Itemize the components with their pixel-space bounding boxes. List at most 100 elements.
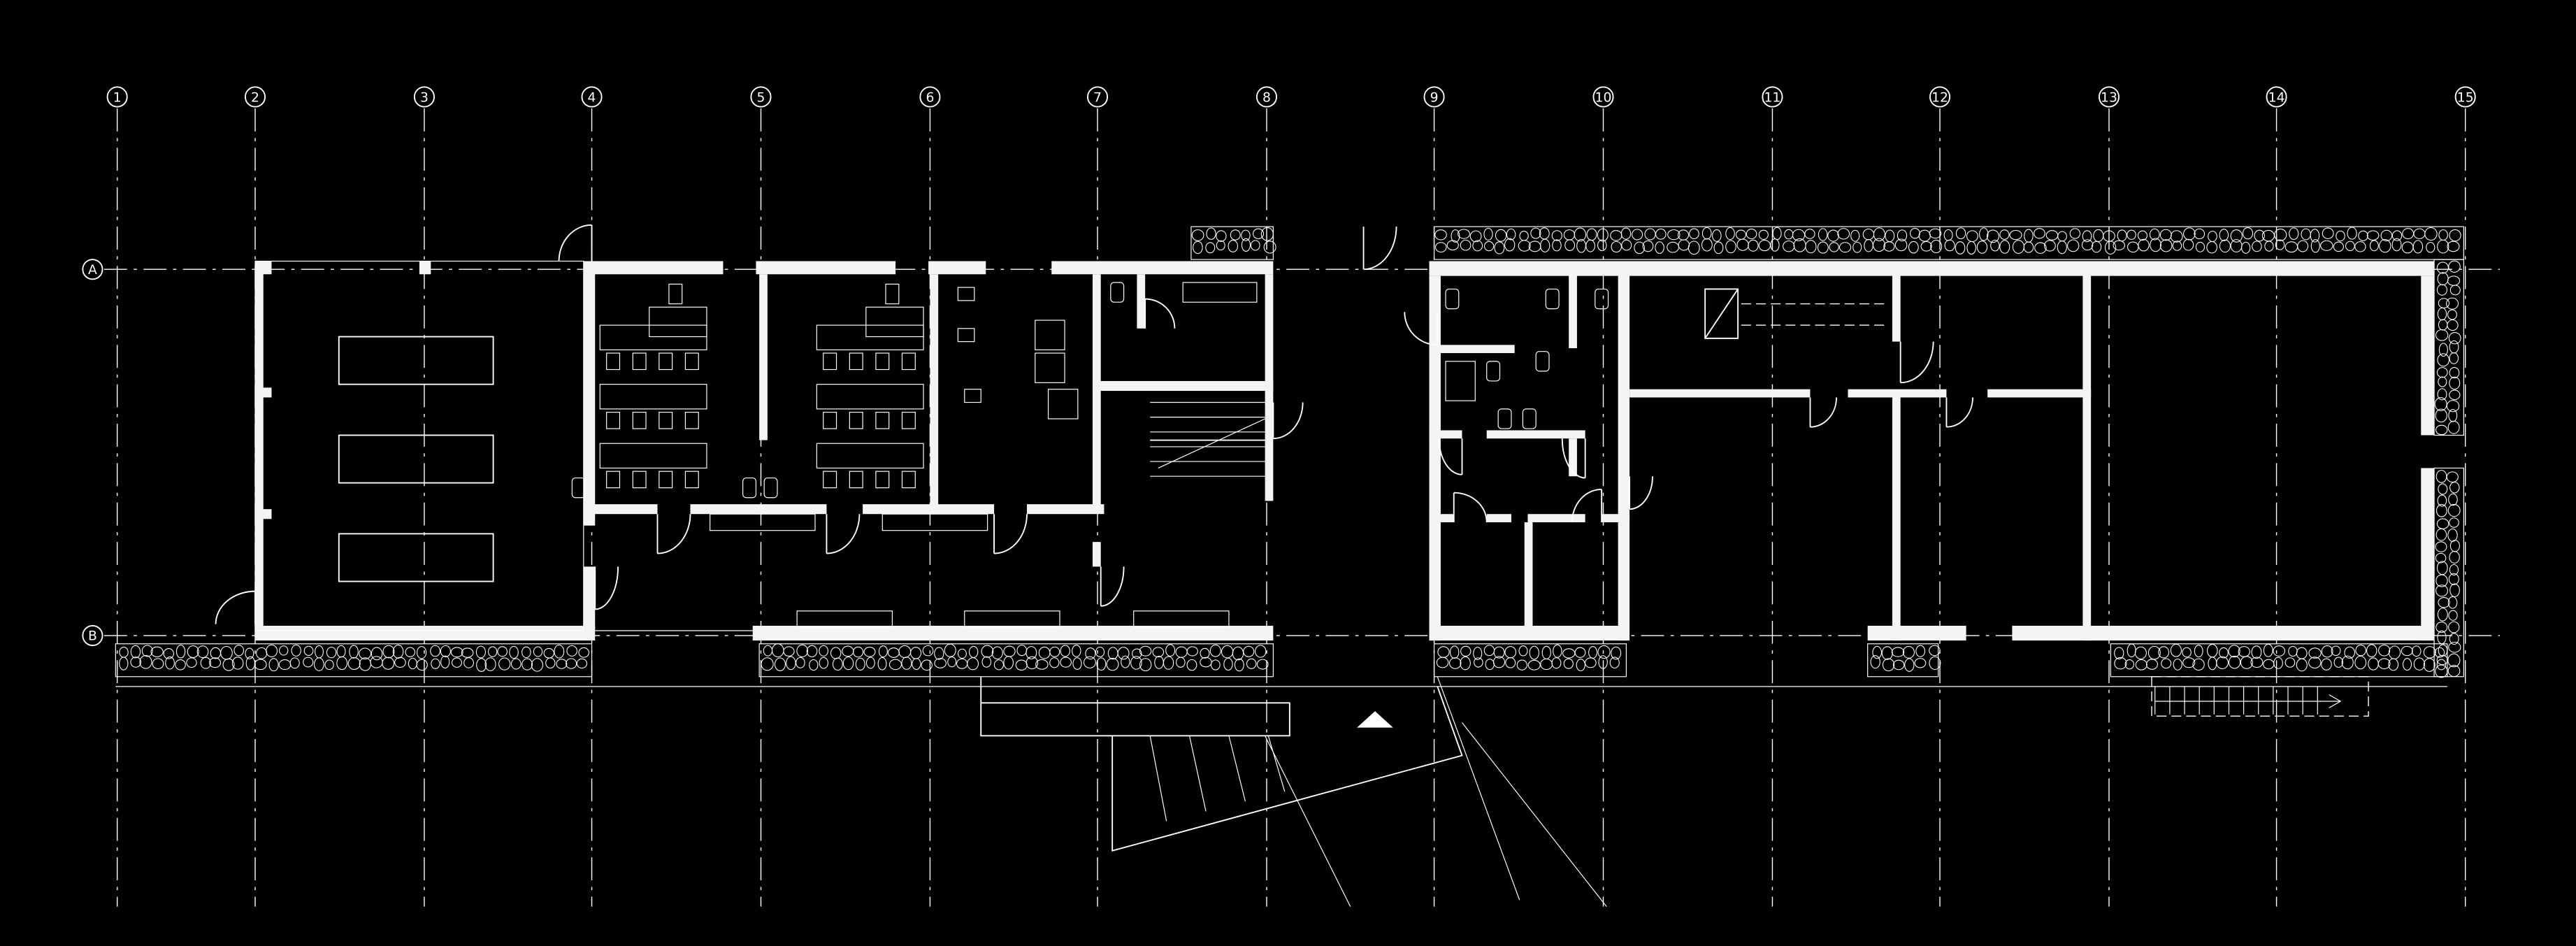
grid-bubble-A (82, 259, 103, 280)
stone (2447, 420, 2460, 434)
stone (1451, 229, 1460, 243)
stone (1712, 229, 1722, 242)
stone-foundation-hatch (115, 226, 2464, 687)
chair (632, 412, 647, 429)
stone (1255, 645, 1267, 658)
grid-label-1: 1 (113, 90, 122, 105)
stone (1736, 238, 1749, 251)
stone (957, 648, 967, 659)
stone (993, 659, 1004, 671)
stone (231, 657, 244, 670)
stone (2449, 352, 2459, 364)
stone (2446, 400, 2460, 413)
stone (1818, 228, 1828, 241)
stone (1783, 241, 1795, 252)
stone (2435, 503, 2447, 517)
stone (2273, 657, 2283, 669)
stone (2437, 307, 2447, 321)
stone (1701, 238, 1713, 252)
stone (1460, 656, 1471, 671)
stone (1588, 646, 1598, 659)
stair-outline (2151, 676, 2369, 717)
stone (2447, 503, 2461, 517)
wall (1602, 514, 1630, 522)
stone (1518, 240, 1531, 252)
sanitary-fixture (1445, 288, 1460, 310)
stone (1493, 646, 1505, 659)
stone (888, 659, 902, 671)
stone (2447, 528, 2458, 542)
stone (1015, 659, 1028, 671)
grid-label-B: B (88, 629, 97, 644)
stone (2296, 647, 2308, 659)
wall (2421, 468, 2435, 641)
path-edge (1437, 676, 1520, 901)
stone (408, 657, 417, 670)
stone (910, 647, 922, 659)
stone (2104, 241, 2117, 255)
stone (2423, 646, 2436, 659)
stone (1882, 658, 1895, 672)
stone (806, 645, 818, 658)
stone (1999, 229, 2010, 240)
hatch-border (1190, 226, 1274, 260)
stone (336, 645, 346, 658)
stone (2273, 645, 2285, 657)
stone (1620, 227, 1632, 240)
stone (2401, 645, 2413, 657)
wall (863, 504, 995, 515)
chair (849, 471, 863, 489)
stone (2377, 658, 2391, 669)
stone (1713, 241, 1724, 255)
stone (2358, 230, 2368, 241)
stone (1678, 239, 1690, 251)
stone (187, 645, 199, 659)
stone (1862, 228, 1875, 241)
stone (2447, 309, 2457, 320)
stone (1864, 238, 1873, 252)
stone (2437, 608, 2448, 622)
grid-label-14: 14 (2268, 90, 2285, 105)
stone (1209, 644, 1221, 657)
wall (2421, 275, 2435, 436)
stone (2436, 367, 2448, 378)
stone (969, 645, 979, 658)
stone (1250, 240, 1260, 251)
door-swing (1561, 438, 1586, 479)
stone (2388, 658, 2399, 671)
stone (119, 647, 129, 658)
stone (2206, 241, 2217, 254)
stone (1976, 241, 1988, 254)
grid-bubble-13 (2098, 86, 2120, 108)
stone (1494, 241, 1505, 255)
chair (606, 471, 621, 489)
bench (964, 610, 1060, 628)
stone (1263, 241, 1276, 254)
office-furniture (957, 328, 975, 343)
stone (774, 657, 786, 671)
stone (2347, 227, 2357, 240)
stone (2308, 657, 2322, 669)
stone (1883, 241, 1895, 252)
stone (543, 647, 554, 659)
stone (2447, 275, 2461, 286)
stone (1552, 239, 1562, 252)
stone (2355, 645, 2366, 657)
wall (1429, 275, 1441, 641)
wall (419, 261, 431, 275)
stone (2082, 230, 2092, 243)
step-line (1228, 736, 1246, 802)
stair-arrow (2154, 694, 2342, 708)
stone (2182, 657, 2196, 668)
stone (842, 657, 854, 671)
chair (901, 412, 916, 429)
wall (1051, 261, 1274, 275)
stone (2208, 657, 2217, 671)
stone (1035, 659, 1049, 670)
stone (2067, 239, 2080, 252)
stone (1072, 645, 1081, 657)
stone (2284, 241, 2298, 253)
sanitary-fixture (1545, 288, 1560, 310)
stone (1881, 646, 1893, 660)
grid-bubble-4 (581, 86, 603, 108)
